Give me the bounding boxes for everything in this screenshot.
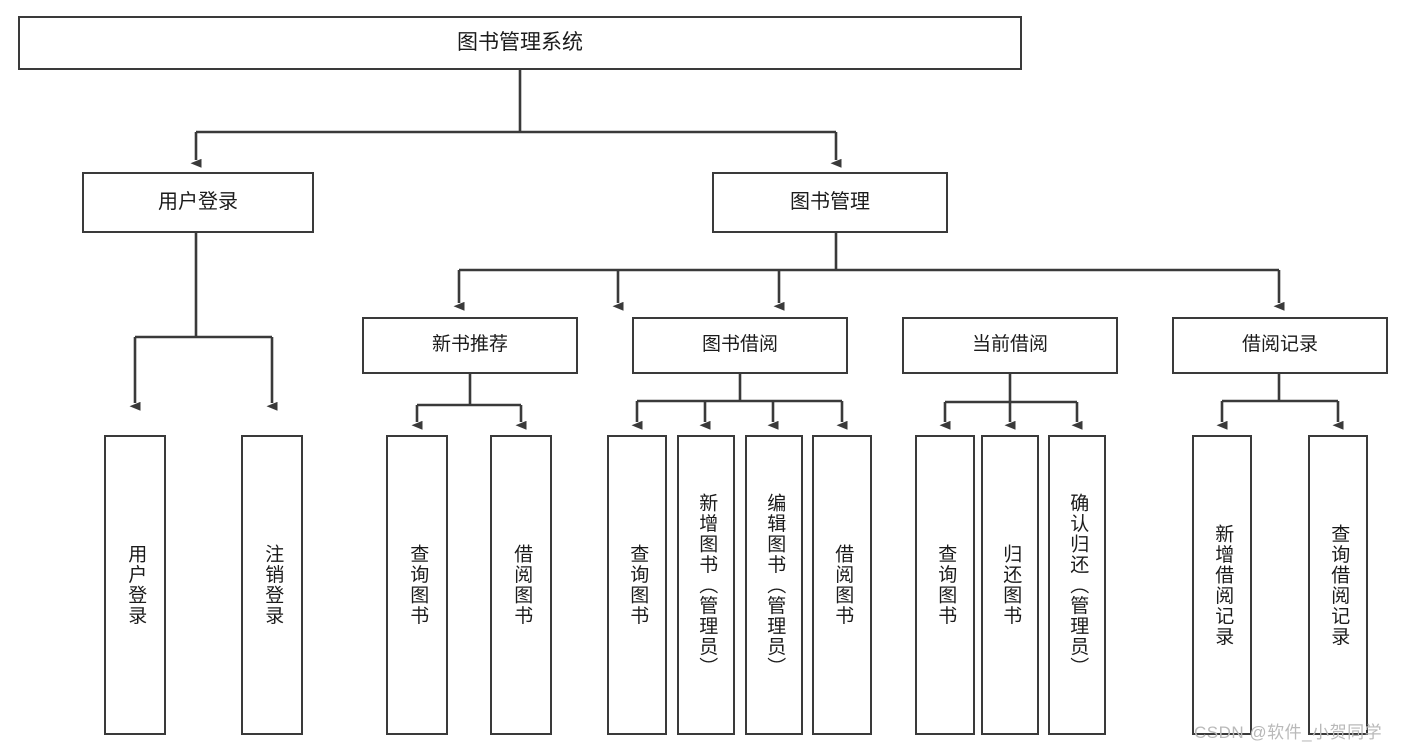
node-current-borrow[interactable]: 当前借阅 — [902, 317, 1118, 374]
node-label: 图书管理 — [790, 190, 870, 213]
node-user-login[interactable]: 用户登录 — [82, 172, 314, 233]
node-label: 注销登录 — [262, 544, 284, 626]
node-leaf-query-book-1[interactable]: 查询图书 — [386, 435, 448, 735]
node-label: 借阅图书 — [832, 544, 854, 626]
node-label: 新书推荐 — [431, 334, 508, 356]
node-leaf-confirm-return[interactable]: 确认归还（管理员） — [1048, 435, 1106, 735]
node-leaf-add-book[interactable]: 新增图书（管理员） — [677, 435, 735, 735]
node-leaf-logout-login[interactable]: 注销登录 — [241, 435, 303, 735]
node-label: 图书管理系统 — [457, 30, 583, 54]
node-leaf-edit-book[interactable]: 编辑图书（管理员） — [745, 435, 803, 735]
node-label: 当前借阅 — [971, 334, 1048, 356]
node-label: 用户登录 — [158, 190, 238, 213]
node-label: 归还图书 — [1000, 544, 1022, 626]
node-label: 查询图书 — [407, 544, 429, 626]
node-label: 新增图书（管理员） — [696, 492, 718, 678]
node-leaf-add-record[interactable]: 新增借阅记录 — [1192, 435, 1252, 735]
node-new-book-recommend[interactable]: 新书推荐 — [362, 317, 578, 374]
node-label: 查询图书 — [935, 544, 957, 626]
node-leaf-query-book-2[interactable]: 查询图书 — [607, 435, 667, 735]
node-leaf-user-login[interactable]: 用户登录 — [104, 435, 166, 735]
node-leaf-borrow-book-1[interactable]: 借阅图书 — [490, 435, 552, 735]
node-leaf-borrow-book-2[interactable]: 借阅图书 — [812, 435, 872, 735]
node-book-borrow[interactable]: 图书借阅 — [632, 317, 848, 374]
csdn-watermark: CSDN @软件_小贺同学 — [1194, 723, 1383, 742]
node-label: 查询借阅记录 — [1328, 523, 1350, 647]
node-label: 图书借阅 — [701, 334, 778, 356]
node-label: 新增借阅记录 — [1212, 523, 1234, 647]
node-label: 查询图书 — [627, 544, 649, 626]
node-leaf-query-book-3[interactable]: 查询图书 — [915, 435, 975, 735]
node-label: 借阅记录 — [1241, 334, 1318, 356]
node-borrow-record[interactable]: 借阅记录 — [1172, 317, 1388, 374]
node-book-manage[interactable]: 图书管理 — [712, 172, 948, 233]
node-root-book-management-system[interactable]: 图书管理系统 — [18, 16, 1022, 70]
node-label: 确认归还（管理员） — [1067, 492, 1089, 678]
node-label: 用户登录 — [125, 544, 147, 626]
node-label: 编辑图书（管理员） — [764, 492, 786, 678]
node-label: 借阅图书 — [511, 544, 533, 626]
node-leaf-query-record[interactable]: 查询借阅记录 — [1308, 435, 1368, 735]
node-leaf-return-book[interactable]: 归还图书 — [981, 435, 1039, 735]
